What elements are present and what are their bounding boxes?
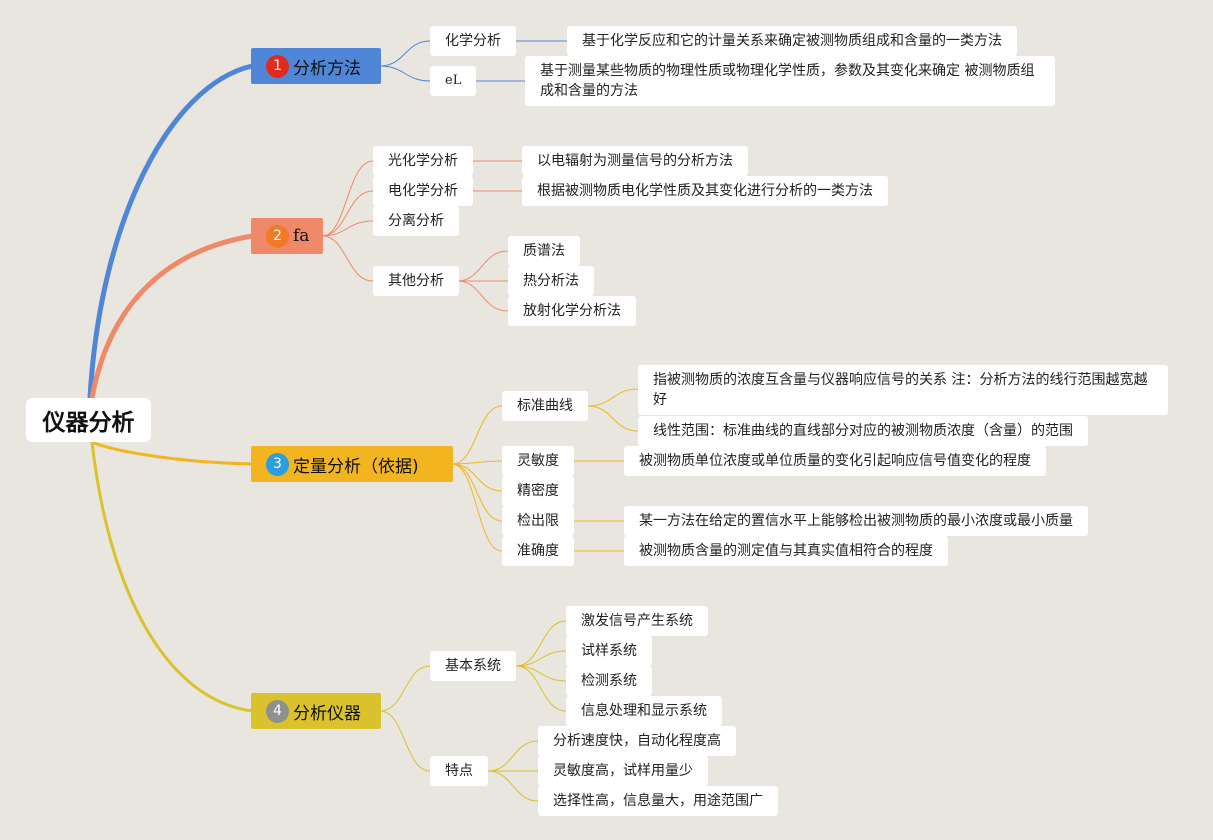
node-basic-system[interactable]: 基本系统 — [430, 651, 516, 681]
desc-photochemical-analysis[interactable]: 以电辐射为测量信号的分析方法 — [522, 146, 748, 176]
trunk-3 — [91, 440, 253, 466]
node-chemical-analysis[interactable]: 化学分析 — [430, 26, 516, 56]
branch-3-topic[interactable]: 3 定量分析（依据) — [251, 446, 453, 482]
branch-3-label: 定量分析（依据) — [293, 456, 419, 477]
node-photochemical-analysis[interactable]: 光化学分析 — [373, 146, 473, 176]
desc-linear-range[interactable]: 线性范围：标准曲线的直线部分对应的被测物质浓度（含量）的范围 — [638, 416, 1088, 446]
desc-standard-curve-relation[interactable]: 指被测物质的浓度互含量与仪器响应信号的关系 注：分析方法的线行范围越宽越好 — [638, 365, 1168, 415]
node-sample-system[interactable]: 试样系统 — [566, 636, 652, 666]
node-features[interactable]: 特点 — [430, 756, 488, 786]
desc-el[interactable]: 基于测量某些物质的物理性质或物理化学性质，参数及其变化来确定 被测物质组成和含量… — [525, 56, 1055, 106]
node-electrochemical-analysis[interactable]: 电化学分析 — [373, 176, 473, 206]
node-thermal-analysis[interactable]: 热分析法 — [508, 266, 594, 296]
node-high-sensitivity[interactable]: 灵敏度高，试样用量少 — [538, 756, 708, 786]
node-precision[interactable]: 精密度 — [502, 476, 574, 506]
node-standard-curve[interactable]: 标准曲线 — [502, 391, 588, 421]
trunk-4 — [90, 441, 253, 713]
desc-chemical-analysis[interactable]: 基于化学反应和它的计量关系来确定被测物质组成和含量的一类方法 — [567, 26, 1017, 56]
node-fast-automated[interactable]: 分析速度快，自动化程度高 — [538, 726, 736, 756]
badge-1: 1 — [266, 54, 289, 78]
node-info-processing-system[interactable]: 信息处理和显示系统 — [566, 696, 722, 726]
node-mass-spectrometry[interactable]: 质谱法 — [508, 236, 580, 266]
node-separation-analysis[interactable]: 分离分析 — [373, 206, 459, 236]
node-high-selectivity[interactable]: 选择性高，信息量大，用途范围广 — [538, 786, 778, 816]
branch-2-label: fa — [293, 226, 310, 246]
badge-2: 2 — [266, 224, 289, 248]
branch-1-topic[interactable]: 1 分析方法 — [251, 48, 381, 84]
node-radiochemical-analysis[interactable]: 放射化学分析法 — [508, 296, 636, 326]
node-detection-system[interactable]: 检测系统 — [566, 666, 652, 696]
node-sensitivity[interactable]: 灵敏度 — [502, 446, 574, 476]
badge-3: 3 — [266, 452, 289, 476]
node-el[interactable]: eL — [430, 66, 477, 96]
branch-4-label: 分析仪器 — [293, 703, 361, 724]
node-detection-limit[interactable]: 检出限 — [502, 506, 574, 536]
desc-accuracy[interactable]: 被测物质含量的测定值与其真实值相符合的程度 — [624, 536, 948, 566]
trunk-2 — [89, 233, 253, 399]
badge-4: 4 — [266, 699, 289, 723]
desc-detection-limit[interactable]: 某一方法在给定的置信水平上能够检出被测物质的最小浓度或最小质量 — [624, 506, 1088, 536]
desc-sensitivity[interactable]: 被测物质单位浓度或单位质量的变化引起响应信号值变化的程度 — [624, 446, 1046, 476]
node-excitation-signal-system[interactable]: 激发信号产生系统 — [566, 606, 708, 636]
branch-2-topic[interactable]: 2 fa — [251, 218, 323, 254]
root-node[interactable]: 仪器分析 — [26, 398, 151, 442]
desc-electrochemical-analysis[interactable]: 根据被测物质电化学性质及其变化进行分析的一类方法 — [522, 176, 888, 206]
node-other-analysis[interactable]: 其他分析 — [373, 266, 459, 296]
node-accuracy[interactable]: 准确度 — [502, 536, 574, 566]
branch-1-links — [379, 40, 567, 82]
branch-4-links — [379, 620, 567, 802]
branch-1-label: 分析方法 — [293, 58, 361, 79]
trunk-1 — [87, 63, 253, 399]
branch-3-links — [451, 388, 639, 552]
branch-4-topic[interactable]: 4 分析仪器 — [251, 693, 381, 729]
branch-2-links — [321, 160, 522, 312]
